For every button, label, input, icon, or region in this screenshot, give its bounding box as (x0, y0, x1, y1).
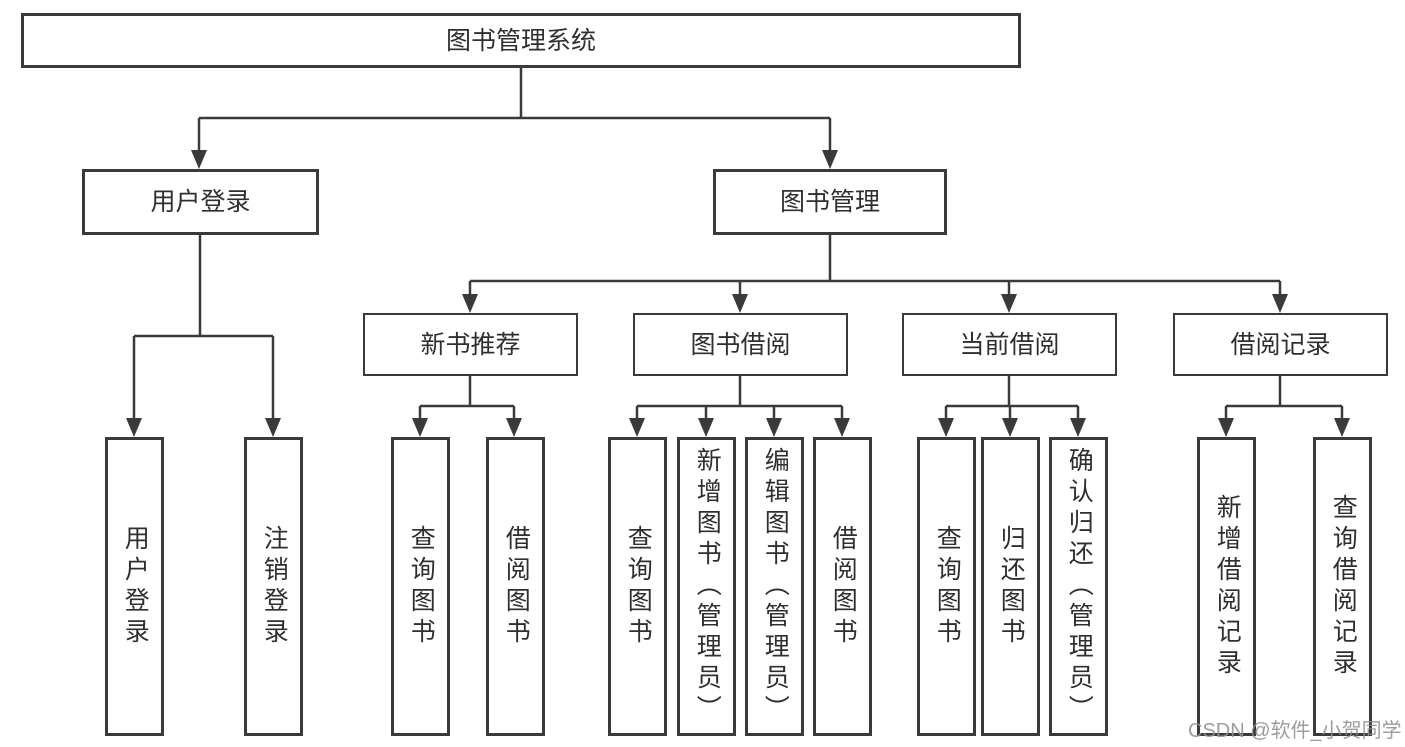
node-add-borrow-record: 新增借阅记录 (1197, 437, 1256, 736)
node-user-login-action: 用户登录 (105, 437, 164, 736)
connector-user-login-branch (132, 235, 275, 419)
node-query-borrow-record: 查询借阅记录 (1313, 437, 1372, 736)
watermark: CSDN @软件_小贺同学 (1188, 720, 1402, 742)
node-new-book-recommend-label: 新书推荐 (420, 330, 521, 359)
node-borrow-books-recommend-label: 借阅图书 (502, 524, 531, 649)
node-query-books-current-label: 查询图书 (933, 524, 962, 649)
node-library-management-system: 图书管理系统 (21, 13, 1021, 68)
node-new-book-recommend: 新书推荐 (363, 313, 578, 376)
node-book-borrowing-label: 图书借阅 (690, 330, 791, 359)
node-borrow-books-action-label: 借阅图书 (829, 524, 858, 649)
node-borrow-books-recommend: 借阅图书 (486, 437, 545, 736)
node-borrow-books-action: 借阅图书 (813, 437, 872, 736)
node-current-borrowing: 当前借阅 (902, 313, 1117, 376)
connector-book-management-branch (468, 235, 1282, 295)
node-edit-books-admin-label: 编辑图书（管理员） (761, 447, 790, 726)
connector-book-borrowing-branch (635, 376, 844, 419)
node-user-login: 用户登录 (82, 169, 319, 235)
node-query-books-recommend-label: 查询图书 (407, 524, 436, 649)
connector-new-book-branch (418, 376, 516, 419)
connector-current-borrowing-branch (944, 376, 1080, 419)
node-user-login-label: 用户登录 (150, 188, 251, 216)
node-book-borrowing: 图书借阅 (633, 313, 848, 376)
node-add-books-admin-label: 新增图书（管理员） (693, 447, 722, 726)
node-logout-action-label: 注销登录 (260, 524, 289, 649)
connector-root-to-level2 (197, 68, 832, 151)
node-book-management: 图书管理 (713, 169, 947, 235)
node-query-books-borrowing-label: 查询图书 (624, 524, 653, 649)
node-add-books-admin: 新增图书（管理员） (677, 437, 736, 736)
node-return-books: 归还图书 (981, 437, 1040, 736)
node-logout-action: 注销登录 (244, 437, 303, 736)
node-query-books-current: 查询图书 (917, 437, 976, 736)
node-library-management-system-label: 图书管理系统 (445, 26, 596, 55)
node-query-books-borrowing: 查询图书 (608, 437, 667, 736)
node-edit-books-admin: 编辑图书（管理员） (745, 437, 804, 736)
node-user-login-action-label: 用户登录 (121, 524, 150, 649)
node-query-borrow-record-label: 查询借阅记录 (1329, 493, 1358, 680)
node-book-management-label: 图书管理 (779, 188, 880, 216)
node-add-borrow-record-label: 新增借阅记录 (1213, 493, 1242, 680)
node-confirm-return-admin-label: 确认归还（管理员） (1065, 447, 1094, 726)
connector-borrow-records-branch (1224, 376, 1344, 419)
node-borrowing-records-label: 借阅记录 (1230, 330, 1331, 359)
node-current-borrowing-label: 当前借阅 (959, 330, 1060, 359)
node-query-books-recommend: 查询图书 (391, 437, 450, 736)
node-borrowing-records: 借阅记录 (1173, 313, 1388, 376)
node-return-books-label: 归还图书 (997, 524, 1026, 649)
node-confirm-return-admin: 确认归还（管理员） (1049, 437, 1108, 736)
